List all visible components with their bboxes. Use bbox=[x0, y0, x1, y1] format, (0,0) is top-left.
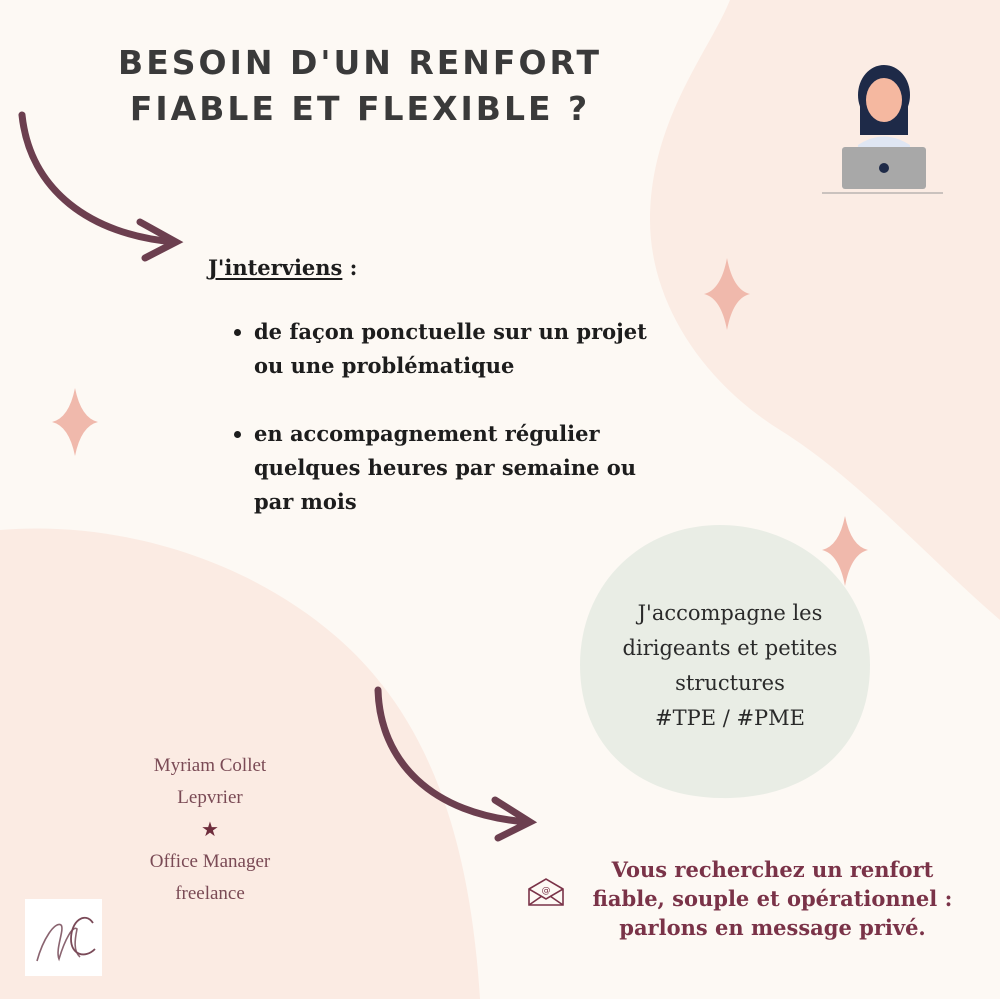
intro-label: J'interviens bbox=[208, 255, 343, 280]
sage-blob bbox=[580, 525, 870, 799]
author-surname: Lepvrier bbox=[177, 787, 243, 808]
blob-line: J'accompagne les bbox=[637, 601, 823, 625]
svg-text:@: @ bbox=[542, 886, 551, 896]
sparkle-icon bbox=[52, 388, 98, 456]
intro-colon: : bbox=[342, 255, 358, 280]
sparkle-icon bbox=[822, 516, 868, 586]
blob-line: structures bbox=[675, 671, 785, 695]
author-role-suffix: freelance bbox=[175, 883, 245, 904]
author-role: Office Manager bbox=[149, 851, 271, 872]
service-list: de façon ponctuelle sur un projet ou une… bbox=[228, 315, 674, 553]
star-icon: ★ bbox=[201, 819, 219, 841]
target-audience-text: J'accompagne les dirigeants et petites s… bbox=[590, 596, 870, 736]
email-envelope-icon: @ bbox=[528, 878, 564, 906]
blob-line: dirigeants et petites bbox=[622, 636, 838, 660]
title-line-1: Besoin d'un renfort bbox=[118, 43, 602, 82]
cta-line: fiable, souple et opérationnel : bbox=[592, 886, 953, 911]
list-item: en accompagnement régulier quelques heur… bbox=[254, 417, 674, 519]
signature: Myriam Collet Lepvrier ★ Office Manager … bbox=[120, 750, 300, 910]
mc-monogram-icon bbox=[36, 917, 96, 962]
mc-logo bbox=[25, 899, 102, 976]
title-line-2: fiable et flexible ? bbox=[129, 89, 591, 128]
call-to-action: Vous recherchez un renfort fiable, soupl… bbox=[585, 855, 960, 942]
cta-line: Vous recherchez un renfort bbox=[611, 857, 934, 882]
author-name: Myriam Collet bbox=[153, 755, 267, 776]
cta-line: parlons en message privé. bbox=[619, 915, 926, 940]
arrow-bottom bbox=[374, 686, 538, 842]
page-title: Besoin d'un renfort fiable et flexible ? bbox=[60, 40, 660, 132]
arrow-top bbox=[18, 111, 184, 262]
intro-heading: J'interviens : bbox=[208, 255, 357, 280]
sparkle-icon bbox=[704, 258, 750, 330]
pink-shape-bottom-left bbox=[0, 528, 480, 999]
list-item: de façon ponctuelle sur un projet ou une… bbox=[254, 315, 674, 383]
hashtags: #TPE / #PME bbox=[654, 706, 806, 730]
woman-laptop-illustration bbox=[822, 65, 943, 194]
